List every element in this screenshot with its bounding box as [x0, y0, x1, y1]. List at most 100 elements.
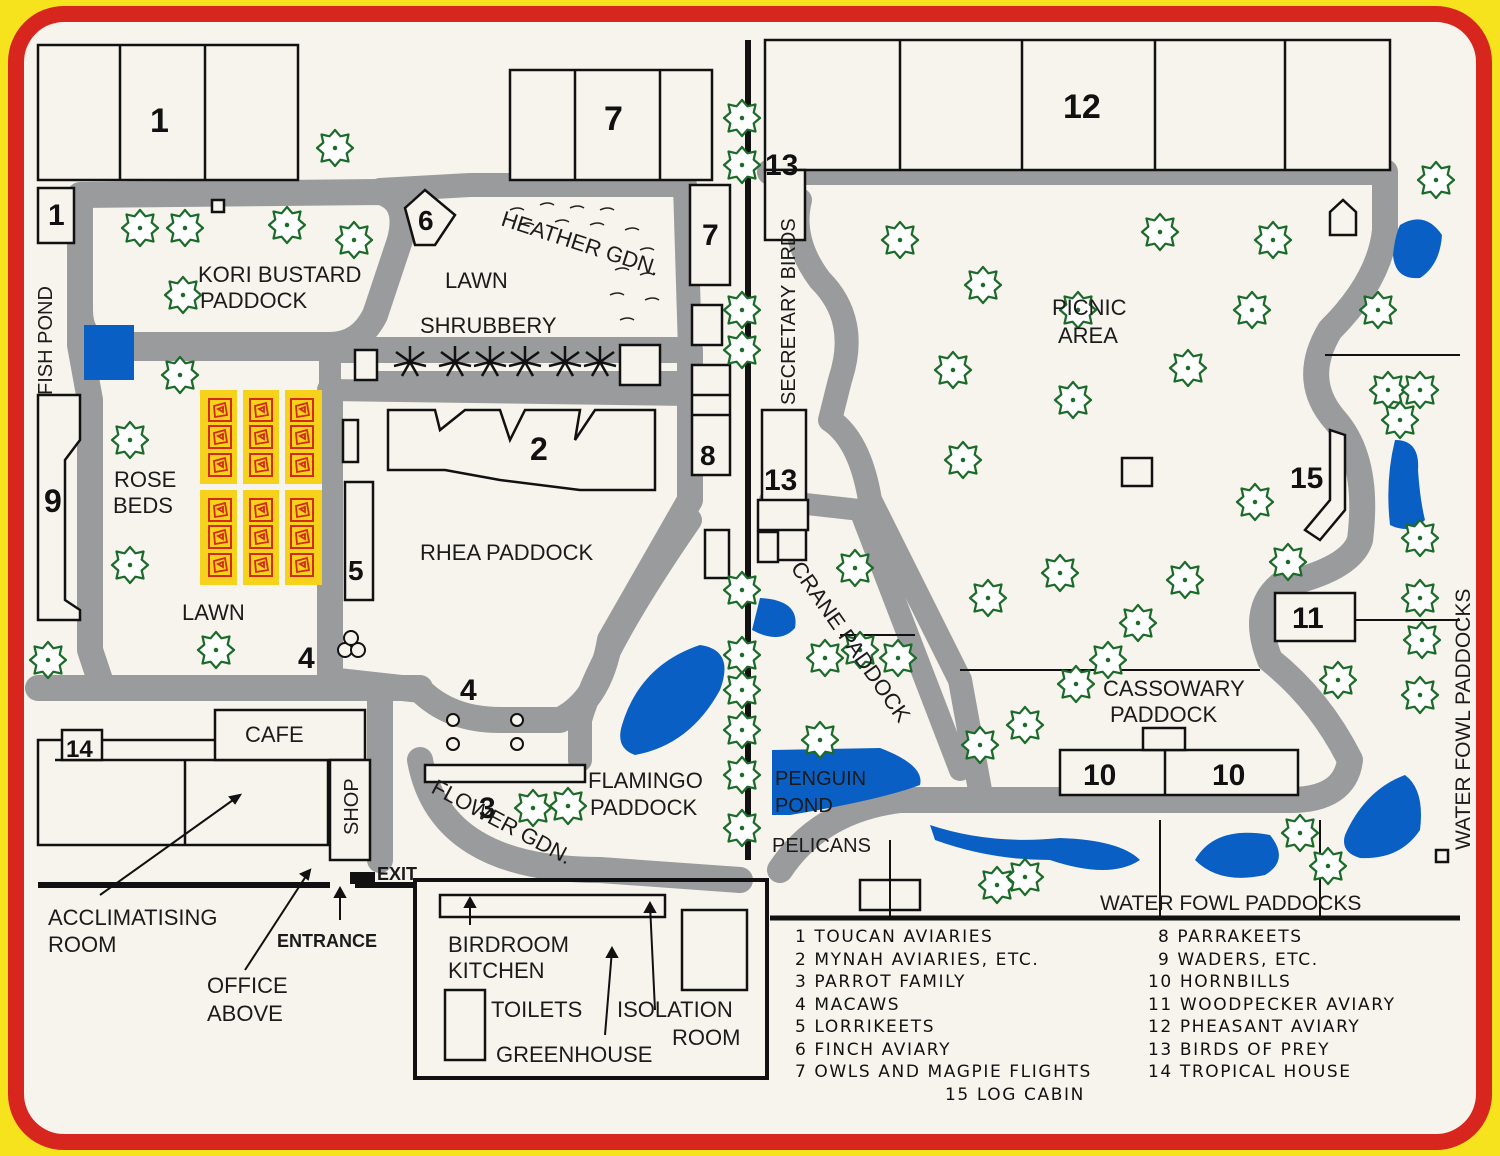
label-flamingo: FLAMINGO: [588, 768, 703, 793]
label-kori-bustard: KORI BUSTARD: [198, 262, 361, 287]
num-14: 14: [66, 736, 93, 763]
label-office-above: ABOVE: [207, 1001, 283, 1026]
legend-item: 8 PARRAKEETS: [1158, 927, 1303, 947]
legend-item: 3 PARROT FAMILY: [795, 972, 966, 992]
tree-icon: [1165, 560, 1205, 600]
num-6: 6: [418, 205, 434, 236]
tree-icon: [196, 630, 236, 670]
num-12: 12: [1063, 88, 1101, 126]
label-kori-paddock: PADDOCK: [200, 288, 307, 313]
label-acclimatising-room: ROOM: [48, 932, 116, 957]
num-9: 9: [44, 483, 62, 519]
num-1-top: 1: [150, 102, 169, 140]
label-pond: POND: [775, 795, 833, 817]
label-greenhouse: GREENHOUSE: [496, 1042, 652, 1067]
tree-icon: [267, 205, 307, 245]
shrub-icon: [583, 346, 617, 377]
tree-icon: [800, 720, 840, 760]
num-13-top: 13: [765, 149, 798, 182]
legend-item: 5 LORRIKEETS: [795, 1017, 935, 1037]
pointer-arrows: [99, 793, 657, 1036]
num-3: 3: [479, 792, 496, 825]
tree-icon: [722, 670, 762, 710]
tree-icon: [933, 350, 973, 390]
shrub-icon: [508, 346, 542, 377]
legend-item: 14 TROPICAL HOUSE: [1148, 1062, 1352, 1082]
tree-icon: [1232, 290, 1272, 330]
tree-icon: [963, 265, 1003, 305]
tree-icon: [1253, 220, 1293, 260]
tree-icon: [165, 208, 205, 248]
num-7-side: 7: [702, 219, 719, 252]
tree-icon: [1416, 160, 1456, 200]
tree-icon: [722, 755, 762, 795]
legend-item: 10 HORNBILLS: [1148, 972, 1291, 992]
legend-item: 13 BIRDS OF PREY: [1148, 1040, 1330, 1060]
num-4-left: 4: [298, 642, 315, 675]
num-11: 11: [1292, 602, 1324, 635]
tree-icon: [1400, 518, 1440, 558]
tree-icon: [28, 640, 68, 680]
legend-item: 4 MACAWS: [795, 995, 900, 1015]
label-area: AREA: [1058, 323, 1118, 348]
tree-icon: [722, 290, 762, 330]
num-5: 5: [348, 555, 364, 586]
tree-icon: [110, 545, 150, 585]
label-lawn-top: LAWN: [445, 268, 508, 293]
tree-icon: [1400, 675, 1440, 715]
enclosures: [36, 38, 1450, 1080]
tree-icon: [160, 355, 200, 395]
label-cassowary-paddock: PADDOCK: [1110, 702, 1217, 727]
tree-icon: [1040, 553, 1080, 593]
num-1-side: 1: [48, 199, 65, 232]
label-penguin: PENGUIN: [775, 768, 866, 790]
tree-icon: [722, 145, 762, 185]
legend-item: 9 WADERS, ETC.: [1158, 950, 1319, 970]
label-rhea-paddock: RHEA PADDOCK: [420, 540, 594, 565]
tree-icon: [334, 220, 374, 260]
tree-icon: [1400, 370, 1440, 410]
tree-icon: [722, 710, 762, 750]
num-15: 15: [1290, 462, 1323, 495]
shrubbery-plants: [393, 346, 617, 377]
tree-icon: [120, 208, 160, 248]
tree-icon: [1140, 212, 1180, 252]
tree-icon: [722, 635, 762, 675]
water-features: [84, 219, 1442, 878]
tree-icon: [1235, 482, 1275, 522]
legend-item: 7 OWLS AND MAGPIE FLIGHTS: [795, 1062, 1092, 1082]
tree-icon: [1168, 348, 1208, 388]
legend-item: 11 WOODPECKER AVIARY: [1148, 995, 1396, 1015]
tree-icon: [722, 808, 762, 848]
tree-icon: [1118, 603, 1158, 643]
label-exit: EXIT: [377, 864, 417, 884]
tree-icon: [968, 578, 1008, 618]
tree-icon: [943, 440, 983, 480]
tree-icon: [548, 786, 588, 826]
label-cassowary: CASSOWARY: [1103, 676, 1245, 701]
tree-icon: [110, 420, 150, 460]
label-beds: BEDS: [113, 493, 173, 518]
num-7-top: 7: [604, 100, 623, 138]
num-10-a: 10: [1083, 759, 1116, 792]
legend: 1 TOUCAN AVIARIES 2 MYNAH AVIARIES, ETC.…: [795, 927, 1396, 1105]
label-fish-pond: FISH POND: [35, 286, 57, 395]
label-water-fowl-bottom: WATER FOWL PADDOCKS: [1100, 892, 1361, 915]
tree-icon: [1268, 542, 1308, 582]
tree-icon: [1400, 578, 1440, 618]
label-shop: SHOP: [341, 778, 363, 835]
legend-item: 12 PHEASANT AVIARY: [1148, 1017, 1360, 1037]
label-isolation-room: ROOM: [672, 1025, 740, 1050]
label-pelicans: PELICANS: [772, 835, 871, 857]
label-isolation: ISOLATION: [617, 997, 733, 1022]
tree-icon: [805, 638, 845, 678]
label-lawn-left: LAWN: [182, 600, 245, 625]
legend-item: 2 MYNAH AVIARIES, ETC.: [795, 950, 1039, 970]
num-10-b: 10: [1212, 759, 1245, 792]
label-flamingo-paddock: PADDOCK: [590, 795, 697, 820]
label-cafe: CAFE: [245, 722, 304, 747]
label-secretary-birds: SECRETARY BIRDS: [778, 218, 800, 405]
tree-icon: [163, 275, 203, 315]
tree-icon: [1005, 705, 1045, 745]
